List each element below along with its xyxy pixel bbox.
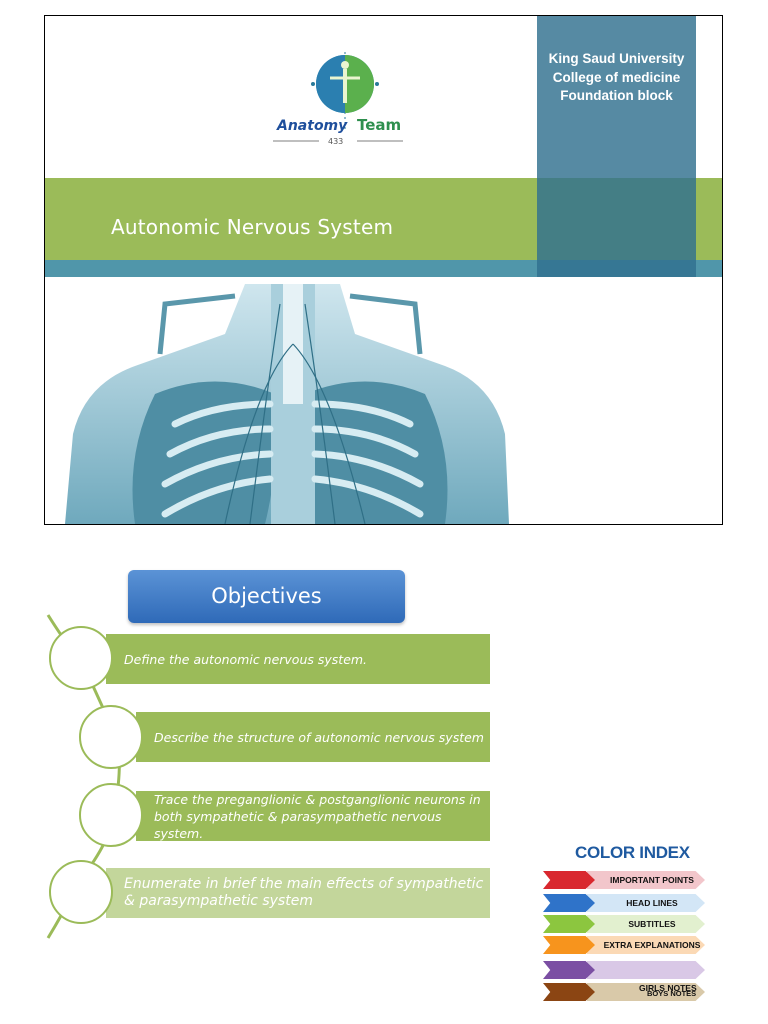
logo-number: 433: [328, 137, 343, 146]
block-name: Foundation block: [560, 88, 673, 103]
color-index-label-3: SUBTITLES: [587, 915, 705, 933]
objective-bullet-2: [79, 705, 143, 769]
color-index-label-4: EXTRA EXPLANATIONS: [587, 936, 705, 954]
red-arrow-icon: [543, 871, 595, 889]
objective-bullet-4: [49, 860, 113, 924]
objective-bullet-1: [49, 626, 113, 690]
thorax-anatomy-image: [65, 284, 509, 524]
objective-item-2: Describe the structure of autonomic nerv…: [136, 712, 490, 762]
university-text: King Saud University College of medicine…: [537, 50, 696, 106]
color-index-label-5: [587, 961, 705, 979]
objective-text-4: Enumerate in brief the main effects of s…: [124, 876, 484, 909]
objective-item-3: Trace the preganglionic & postganglionic…: [136, 791, 490, 841]
color-index-title: COLOR INDEX: [575, 843, 690, 862]
objectives-header: Objectives: [128, 570, 405, 623]
color-index-label-6: GIRLS NOTES BOYS NOTES: [587, 983, 705, 1001]
brown-arrow-icon: [543, 983, 595, 1001]
anatomy-team-logo: Anatomy Team 433: [273, 52, 403, 146]
university-name: King Saud University: [548, 51, 685, 66]
objective-text-3: Trace the preganglionic & postganglionic…: [154, 791, 481, 841]
color-index-label-2: HEAD LINES: [587, 894, 705, 912]
university-box: [537, 16, 696, 277]
boys-notes-label: BOYS NOTES: [647, 989, 697, 998]
objective-bullet-3: [79, 783, 143, 847]
objective-text-2: Describe the structure of autonomic nerv…: [154, 729, 484, 745]
logo-text-team: Team: [357, 116, 401, 134]
color-index-label-1: IMPORTANT POINTS: [587, 871, 705, 889]
blue-arrow-icon: [543, 894, 595, 912]
purple-arrow-icon: [543, 961, 595, 979]
objective-text-1: Define the autonomic nervous system.: [124, 651, 368, 667]
logo-text-anatomy: Anatomy: [276, 118, 348, 134]
orange-arrow-icon: [543, 936, 595, 954]
objective-item-4: Enumerate in brief the main effects of s…: [106, 868, 490, 918]
page-title: Autonomic Nervous System: [111, 215, 394, 239]
cover-slide: Anatomy Team 433 King Saud University Co…: [44, 15, 723, 525]
college-name: College of medicine: [552, 69, 681, 85]
objective-item-1: Define the autonomic nervous system.: [106, 634, 490, 684]
girls-notes-label: GIRLS NOTES: [639, 983, 697, 993]
green-arrow-icon: [543, 915, 595, 933]
